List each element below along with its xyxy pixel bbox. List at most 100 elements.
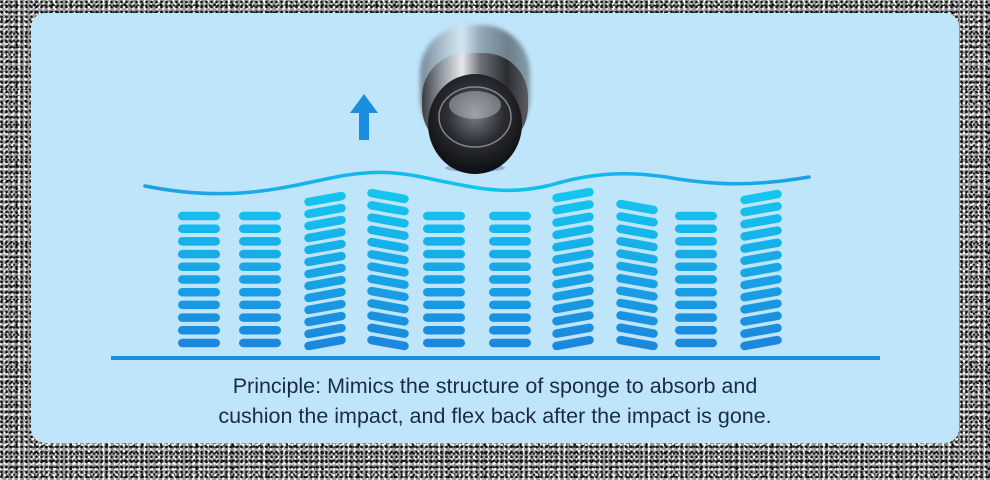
sponge-bar <box>675 262 717 272</box>
sponge-bar <box>616 274 658 289</box>
sponge-bar <box>616 199 658 215</box>
sponge-bar <box>740 323 782 338</box>
up-arrow-icon <box>350 94 378 140</box>
sponge-bar <box>367 225 409 240</box>
wave-line <box>143 170 811 196</box>
sponge-column <box>423 211 465 348</box>
principle-caption: Principle: Mimics the structure of spong… <box>31 371 959 431</box>
sponge-column <box>489 211 531 348</box>
sponge-bar <box>239 262 281 272</box>
sponge-bar <box>552 187 594 203</box>
sponge-bar <box>239 313 281 322</box>
content-panel: Principle: Mimics the structure of spong… <box>31 13 959 443</box>
sponge-bar <box>423 338 465 348</box>
sponge-bar <box>423 287 465 297</box>
sponge-bar <box>740 262 782 278</box>
sponge-bar <box>675 224 717 233</box>
sponge-bar <box>489 300 531 310</box>
sponge-bar <box>178 326 220 335</box>
sponge-bar <box>675 211 717 221</box>
sponge-bar <box>489 326 531 335</box>
sponge-bar <box>178 275 220 284</box>
sponge-bar <box>552 335 594 351</box>
sponge-bar <box>367 213 409 228</box>
sponge-bar <box>489 338 531 348</box>
sponge-bar <box>178 338 220 348</box>
sponge-bar <box>304 263 346 279</box>
sponge-bar <box>178 249 220 259</box>
sponge-bar <box>552 286 594 301</box>
sponge-bar <box>423 275 465 284</box>
sponge-bar <box>740 275 782 290</box>
sponge-bar <box>304 215 346 231</box>
sponge-bar <box>675 237 717 246</box>
sponge-bar <box>178 224 220 233</box>
sponge-bar <box>304 299 346 315</box>
sponge-bar <box>367 250 409 265</box>
sponge-bar <box>616 224 658 239</box>
sponge-bar <box>239 237 281 246</box>
sponge-bar <box>740 299 782 314</box>
sponge-columns <box>178 187 782 351</box>
sponge-column <box>239 211 281 348</box>
sponge-column <box>367 188 409 351</box>
sponge-bar <box>178 313 220 322</box>
sponge-bar <box>423 237 465 246</box>
sponge-bar <box>552 274 594 289</box>
sponge-bar <box>178 211 220 221</box>
caption-line-2: cushion the impact, and flex back after … <box>218 404 772 428</box>
sponge-bar <box>675 287 717 297</box>
sponge-bar <box>675 326 717 335</box>
sponge-bar <box>675 275 717 284</box>
sponge-bar <box>616 286 658 301</box>
sponge-bar <box>552 298 594 314</box>
sponge-bar <box>304 311 346 327</box>
sponge-column <box>675 211 717 348</box>
sponge-bar <box>740 311 782 326</box>
sponge-bar <box>552 311 594 326</box>
sponge-bar <box>616 335 658 351</box>
sponge-bar <box>304 191 346 207</box>
sponge-bar <box>616 323 658 338</box>
sponge-bar <box>304 203 346 219</box>
sponge-bar <box>616 236 658 252</box>
sponge-bar <box>552 200 594 215</box>
sponge-bar <box>616 249 658 264</box>
sponge-bar <box>367 286 409 302</box>
sponge-bar <box>616 298 658 314</box>
sponge-bar <box>423 249 465 259</box>
sponge-bar <box>423 262 465 272</box>
sponge-bar <box>304 287 346 303</box>
sponge-bar <box>489 237 531 246</box>
sponge-bar <box>367 323 409 338</box>
sponge-structure-diagram <box>111 25 880 360</box>
sponge-bar <box>367 274 409 289</box>
sponge-bar <box>304 227 346 243</box>
sponge-bar <box>304 251 346 267</box>
sponge-bar <box>552 224 594 240</box>
sponge-bar <box>740 238 782 253</box>
sponge-bar <box>239 249 281 259</box>
sponge-bar <box>304 335 346 351</box>
sponge-column <box>552 187 594 351</box>
sponge-bar <box>552 249 594 264</box>
sponge-bar <box>423 211 465 221</box>
sponge-bar <box>178 300 220 310</box>
sponge-bar <box>489 287 531 297</box>
sponge-bar <box>740 214 782 229</box>
sponge-bar <box>740 335 782 351</box>
sponge-bar <box>552 323 594 338</box>
sponge-bar <box>367 262 409 277</box>
sponge-column <box>178 211 220 348</box>
sponge-bar <box>489 313 531 322</box>
sponge-bar <box>239 211 281 221</box>
sponge-bar <box>239 275 281 284</box>
sponge-bar <box>239 224 281 233</box>
sponge-column <box>616 199 658 351</box>
sponge-bar <box>367 335 409 351</box>
sponge-bar <box>740 189 782 205</box>
sponge-bar <box>675 338 717 348</box>
sponge-bar <box>423 300 465 310</box>
sponge-bar <box>178 287 220 297</box>
sponge-bar <box>675 313 717 322</box>
